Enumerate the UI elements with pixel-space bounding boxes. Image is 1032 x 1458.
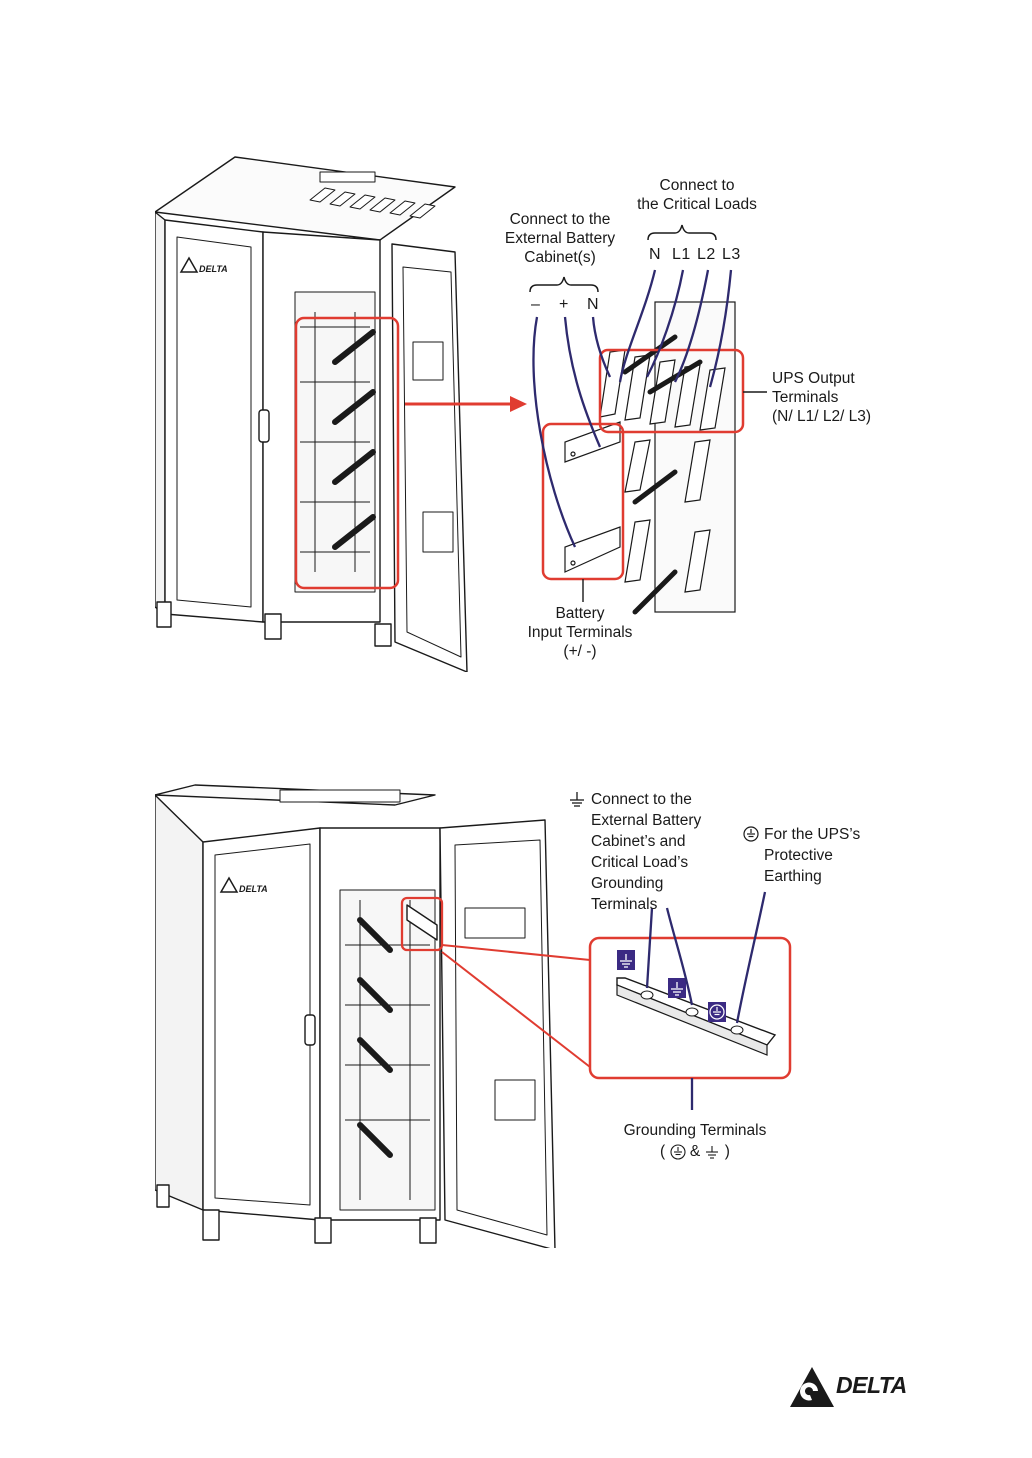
ground-badge-1 — [617, 950, 635, 970]
figure-output-battery-terminals: DELTA — [155, 152, 879, 672]
grounding-symbols-row: ( & ) — [660, 1143, 730, 1160]
battery-term-plus: + — [559, 296, 569, 313]
delta-page-logo: DELTA — [788, 1363, 924, 1409]
figure-grounding-terminals: DELTA — [155, 780, 879, 1248]
ground-busbar — [616, 977, 777, 1056]
grounding-terminals-label: Grounding Terminals — [623, 1122, 767, 1139]
ups-output-highlight-box — [598, 348, 745, 434]
battery-term-minus: – — [531, 296, 541, 313]
delta-logo-icon — [790, 1367, 834, 1407]
terminal-leads — [532, 269, 733, 548]
ground-leads — [645, 891, 767, 1110]
svg-text:DELTA: DELTA — [199, 264, 228, 274]
protective-earth-symbol-icon — [743, 826, 759, 842]
cabinet-ground-highlight — [400, 896, 444, 952]
output-term-l1: L1 — [672, 246, 691, 263]
protective-earth-badge — [708, 1002, 726, 1022]
door-delta-logo-2: DELTA — [219, 876, 268, 894]
cabinet-highlight-box — [294, 316, 400, 590]
output-term-l2: L2 — [697, 246, 716, 263]
battery-cabinet-brace — [529, 276, 599, 293]
ups-cabinet-illustration-1: DELTA — [155, 156, 767, 672]
ground-badge-2 — [668, 978, 686, 998]
critical-loads-brace — [647, 224, 717, 241]
zoom-arrow — [405, 396, 527, 412]
output-term-l3: L3 — [722, 246, 741, 263]
cabinet-top — [155, 156, 456, 241]
protective-earth-icon — [669, 1144, 686, 1160]
output-term-n: N — [649, 246, 662, 263]
svg-text:DELTA: DELTA — [239, 884, 268, 894]
door-delta-logo: DELTA — [179, 256, 228, 274]
ups-cabinet-illustration-2: DELTA — [155, 784, 792, 1248]
ground-icon — [706, 1145, 719, 1159]
terminal-detail — [564, 301, 736, 615]
battery-term-n: N — [587, 296, 600, 313]
ground-symbol-icon — [570, 792, 584, 807]
